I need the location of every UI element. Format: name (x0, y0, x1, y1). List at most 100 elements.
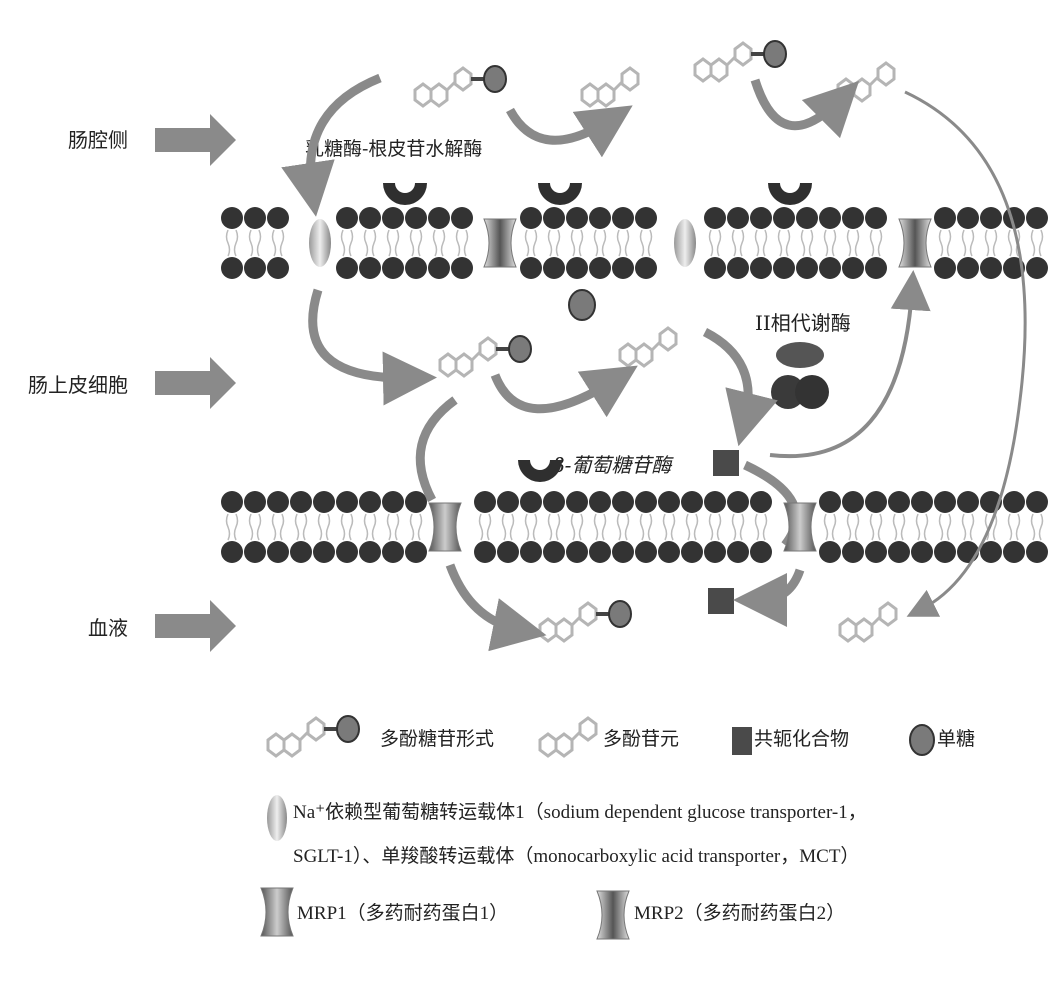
lipid-head (750, 541, 772, 563)
lipid-tail (685, 513, 699, 541)
lipid-tail (409, 513, 423, 541)
lipid-tail (1007, 513, 1021, 541)
lipid-head (405, 207, 427, 229)
lipid-head (543, 207, 565, 229)
lipid-head (635, 541, 657, 563)
lipid-tail (869, 513, 883, 541)
lipid-head (865, 257, 887, 279)
lipid-head (635, 257, 657, 279)
lipid-head (911, 491, 933, 513)
sglt1-mct-transporter-icon (309, 219, 331, 267)
lipid-head (888, 491, 910, 513)
lipid-head (980, 541, 1002, 563)
conjugate-legend-icon (732, 727, 752, 755)
lipid-head (957, 491, 979, 513)
epithelium-label: 肠上皮细胞 (28, 373, 128, 397)
lipid-head (704, 257, 726, 279)
lipid-head (681, 541, 703, 563)
lipid-head (359, 207, 381, 229)
lipid-head (336, 491, 358, 513)
lipid-head (589, 207, 611, 229)
lipid-head (267, 541, 289, 563)
lipid-head (934, 257, 956, 279)
lipid-head (405, 541, 427, 563)
lipid-tail (478, 513, 492, 541)
lipid-tail (271, 229, 285, 257)
lipid-head (221, 541, 243, 563)
lipid-head (290, 541, 312, 563)
lipid-tail (225, 229, 239, 257)
lipid-head (382, 257, 404, 279)
lipid-head (244, 207, 266, 229)
glycoside-molecule-icon (695, 41, 786, 81)
lipid-tail (1030, 513, 1044, 541)
lipid-tail (386, 513, 400, 541)
lipid-tail (984, 229, 998, 257)
lipid-head (865, 207, 887, 229)
aglycone-legend-icon (538, 716, 598, 758)
lipid-head (221, 491, 243, 513)
right-arrow-icon (155, 114, 236, 166)
mrp2-transporter-icon (483, 218, 517, 268)
mrp1-legend-icon (260, 887, 294, 937)
lipid-head (750, 257, 772, 279)
legend-mrp1: MRP1（多药耐药蛋白1） (297, 902, 508, 924)
beta-glucosidase-icon (518, 460, 562, 482)
lipid-head (842, 541, 864, 563)
legend-mrp2: MRP2（多药耐药蛋白2） (634, 902, 845, 924)
lipid-tail (823, 229, 837, 257)
glycoside-legend-icon (268, 716, 359, 756)
lipid-head (589, 491, 611, 513)
lipid-head (520, 491, 542, 513)
lipid-head (704, 207, 726, 229)
lipid-head (382, 491, 404, 513)
region-lumen: 肠腔侧 (68, 114, 236, 166)
monosaccharide-legend-icon (909, 724, 935, 756)
lipid-head (934, 491, 956, 513)
lipid-tail (823, 513, 837, 541)
lipid-head (612, 541, 634, 563)
lipid-head (957, 541, 979, 563)
lipid-head (980, 207, 1002, 229)
lipid-tail (340, 513, 354, 541)
lipid-head (543, 257, 565, 279)
lipid-tail (294, 513, 308, 541)
lipid-tail (731, 513, 745, 541)
lipid-head (819, 257, 841, 279)
region-epithelium: 肠上皮细胞 (28, 357, 236, 409)
lipid-tail (892, 513, 906, 541)
lipid-head (221, 257, 243, 279)
lph-enzyme-icon (538, 183, 582, 205)
lipid-head (336, 541, 358, 563)
lipid-head (1003, 491, 1025, 513)
lipid-tail (984, 513, 998, 541)
lipid-head (1026, 207, 1048, 229)
lipid-tail (593, 229, 607, 257)
lipid-head (474, 491, 496, 513)
lipid-head (819, 491, 841, 513)
monosaccharide-icon (568, 289, 596, 321)
lipid-head (428, 257, 450, 279)
lipid-tail (570, 513, 584, 541)
lipid-head (543, 541, 565, 563)
sglt1-legend-icon (267, 795, 287, 841)
lipid-tail (639, 513, 653, 541)
lipid-tail (248, 513, 262, 541)
lipid-head (359, 257, 381, 279)
lipid-tail (524, 229, 538, 257)
phase2-enzyme-icon (771, 342, 829, 409)
lipid-head (267, 491, 289, 513)
lipid-head (566, 491, 588, 513)
lipid-head (405, 491, 427, 513)
lipid-tail (455, 229, 469, 257)
lipid-head (566, 257, 588, 279)
lipid-head (359, 491, 381, 513)
right-arrow-icon (155, 600, 236, 652)
lipid-head (750, 491, 772, 513)
lipid-head (589, 541, 611, 563)
lipid-tail (616, 229, 630, 257)
lipid-head (244, 541, 266, 563)
lipid-head (865, 491, 887, 513)
lipid-tail (938, 513, 952, 541)
lipid-tail (363, 229, 377, 257)
